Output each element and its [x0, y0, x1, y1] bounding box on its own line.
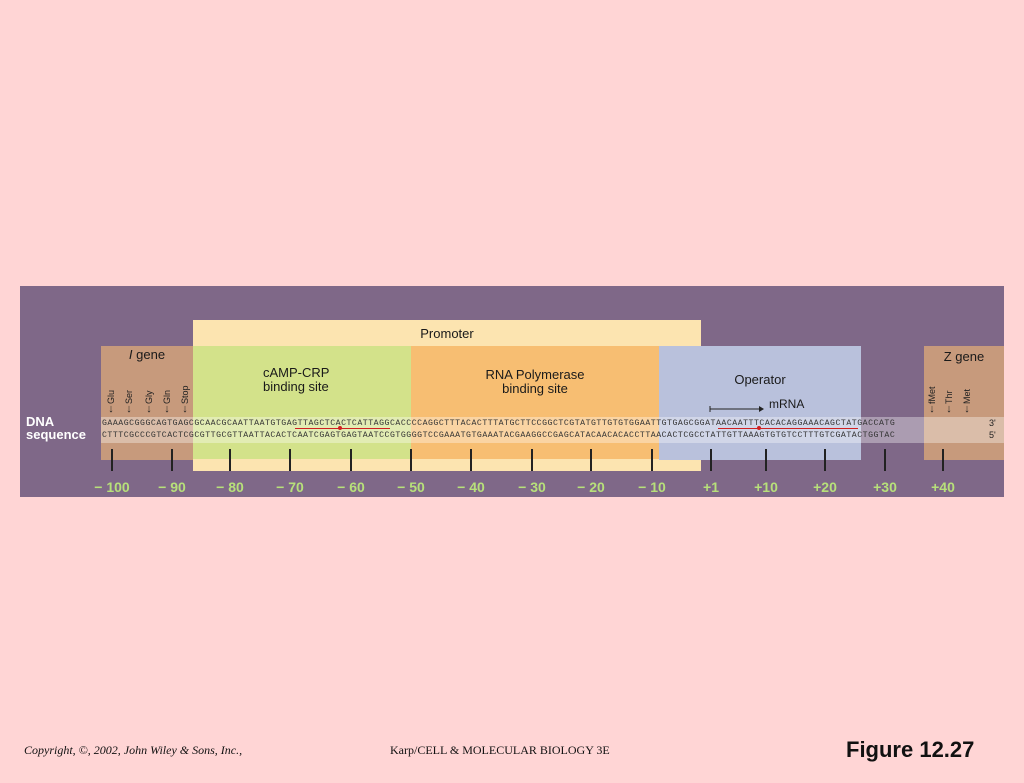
dna-strand-bottom: CTTTCGCCCGTCACTCGCGTTGCGTTAATTACACTCAATC…: [102, 431, 896, 440]
down-arrow-icon: ↓: [126, 403, 132, 415]
i-gene-italic: I: [128, 347, 133, 362]
mrna-label: mRNA: [769, 397, 805, 411]
position-label: +1: [703, 479, 719, 495]
position-tick: [942, 449, 944, 471]
dna-sequence-label: DNA sequence: [26, 414, 86, 442]
position-label: − 70: [276, 479, 304, 495]
rna-polymerase-region: [411, 346, 659, 459]
position-label: − 90: [158, 479, 186, 495]
position-tick: [884, 449, 886, 471]
palindrome-center-dot: [338, 426, 342, 430]
down-arrow-icon: ↓: [146, 403, 152, 415]
rna-polymerase-label: RNA Polymerase binding site: [485, 367, 585, 396]
promoter-region: [193, 320, 701, 347]
dna-strand-top: GAAAGCGGGCAGTGAGCGCAACGCAATTAATGTGAGTTAG…: [102, 419, 896, 428]
position-tick: [229, 449, 231, 471]
amino-acid-ser: Ser: [124, 389, 134, 404]
palindrome-marker-operator: [718, 428, 858, 429]
position-label: − 10: [638, 479, 666, 495]
down-arrow-icon: ↓: [946, 403, 952, 415]
z-gene-label: Z gene: [943, 349, 985, 364]
position-label: − 30: [518, 479, 546, 495]
i-gene-suffix: gene: [132, 347, 166, 362]
amino-acid-met: Met: [962, 388, 972, 404]
i-gene-region: [101, 346, 193, 460]
position-label: +40: [931, 479, 955, 495]
diagram-panel: Promoter I gene cAMP-CRP binding site RN…: [20, 286, 1004, 497]
position-tick: [531, 449, 533, 471]
mrna-arrow: [709, 400, 764, 412]
position-label: − 80: [216, 479, 244, 495]
i-gene-label: I gene: [101, 348, 193, 362]
position-tick: [470, 449, 472, 471]
book-title: Karp/CELL & MOLECULAR BIOLOGY 3E: [390, 743, 610, 757]
promoter-bottom-strip: [193, 459, 701, 471]
operator-label: Operator: [734, 372, 786, 387]
position-tick: [289, 449, 291, 471]
position-label: +30: [873, 479, 897, 495]
amino-acid-glu: Glu: [106, 389, 116, 404]
strand-end-top: 3': [989, 418, 996, 428]
position-label: − 60: [337, 479, 365, 495]
z-gene-region: [924, 346, 1004, 460]
position-tick: [590, 449, 592, 471]
down-arrow-icon: ↓: [964, 403, 970, 415]
position-label: +20: [813, 479, 837, 495]
position-label: − 20: [577, 479, 605, 495]
position-tick: [651, 449, 653, 471]
position-tick: [350, 449, 352, 471]
position-tick: [410, 449, 412, 471]
mrna-arrow-icon: [709, 406, 764, 412]
position-label: +10: [754, 479, 778, 495]
down-arrow-icon: ↓: [182, 403, 188, 415]
palindrome-marker-crp: [295, 428, 390, 429]
operator-region: [659, 346, 861, 460]
amino-acid-gly: Gly: [144, 390, 154, 405]
amino-acid-stop: Stop: [180, 385, 190, 404]
position-label: − 100: [94, 479, 130, 495]
palindrome-center-dot: [757, 426, 761, 430]
camp-crp-label: cAMP-CRP binding site: [263, 365, 330, 394]
camp-crp-region: [193, 346, 411, 459]
amino-acid-thr: Thr: [944, 390, 954, 405]
amino-acid-fmet: fMet: [927, 386, 937, 404]
figure-number: Figure 12.27: [846, 737, 975, 762]
promoter-label: Promoter: [420, 326, 474, 341]
position-tick: [765, 449, 767, 471]
position-label: − 40: [457, 479, 485, 495]
position-tick: [111, 449, 113, 471]
down-arrow-icon: ↓: [929, 403, 935, 415]
position-tick: [824, 449, 826, 471]
strand-end-bottom: 5': [989, 430, 996, 440]
down-arrow-icon: ↓: [164, 403, 170, 415]
position-label: − 50: [397, 479, 425, 495]
down-arrow-icon: ↓: [108, 403, 114, 415]
position-tick: [171, 449, 173, 471]
dna-strand-band: [101, 417, 1004, 443]
copyright-text: Copyright, ©, 2002, John Wiley & Sons, I…: [24, 743, 243, 757]
position-tick: [710, 449, 712, 471]
amino-acid-gln: Gln: [162, 389, 172, 404]
